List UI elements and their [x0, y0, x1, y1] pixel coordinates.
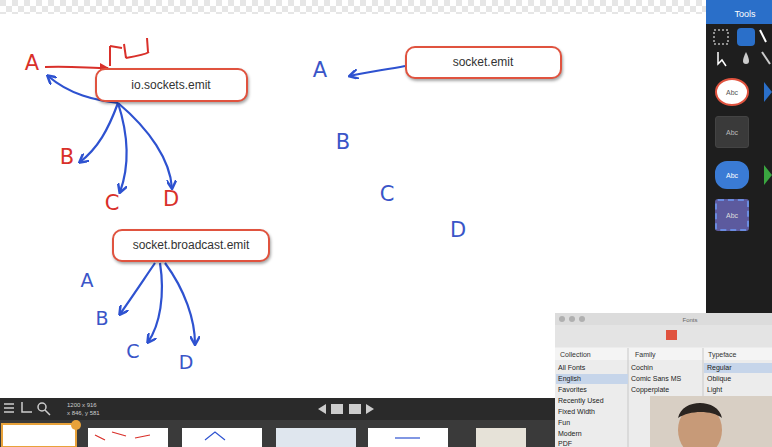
ui-label: Fixed Width	[558, 408, 595, 415]
client-letter: C	[105, 193, 120, 214]
node-text: io.sockets.emit	[131, 78, 210, 92]
node-text: Abc	[726, 129, 738, 136]
ui-label: Collection	[560, 351, 591, 358]
bubble-tool: Abc	[715, 78, 749, 106]
dark-box-tool: Abc	[715, 116, 749, 148]
ui-label: Recently Used	[558, 397, 604, 404]
client-letter: D	[450, 220, 466, 241]
ui-label: Family	[635, 351, 656, 358]
node-text: Abc	[726, 172, 738, 179]
ui-label: PDF	[558, 440, 572, 447]
cloud-tool: Abc	[715, 161, 749, 189]
node-text: socket.broadcast.emit	[133, 238, 250, 252]
ui-label: Tools	[734, 10, 755, 19]
function-box: socket.emit	[405, 46, 562, 79]
ui-label: Regular	[707, 364, 732, 371]
ui-label: Typeface	[708, 351, 736, 358]
ui-label: Oblique	[707, 375, 731, 382]
ui-label: Comic Sans MS	[631, 375, 681, 382]
ui-label: Copperplate	[631, 386, 669, 393]
image-tool: Abc	[715, 199, 749, 231]
node-text: socket.emit	[453, 55, 514, 69]
ui-label: Cochin	[631, 364, 653, 371]
ui-label: English	[558, 375, 581, 382]
ui-label: Favorites	[558, 386, 587, 393]
client-letter: A	[313, 60, 327, 81]
client-letter: A	[81, 271, 94, 290]
node-text: Abc	[726, 89, 738, 96]
client-letter: B	[95, 309, 108, 328]
ui-label: x 846, y 581	[67, 410, 100, 416]
client-letter: A	[25, 53, 39, 74]
function-box: socket.broadcast.emit	[112, 229, 270, 262]
ui-label: Fonts	[682, 317, 697, 323]
ui-label: All Fonts	[558, 364, 585, 371]
client-letter: C	[126, 342, 139, 361]
node-text: Abc	[726, 212, 738, 219]
client-letter: D	[163, 189, 179, 210]
client-letter: D	[179, 353, 194, 372]
ui-label: Light	[707, 386, 722, 393]
client-letter: B	[60, 147, 74, 168]
function-box: io.sockets.emit	[95, 68, 248, 102]
ui-label: Fun	[558, 419, 570, 426]
ui-label: 1200 x 916	[67, 402, 97, 408]
client-letter: C	[380, 184, 395, 205]
client-letter: B	[336, 132, 350, 153]
ui-label: Modern	[558, 430, 582, 437]
